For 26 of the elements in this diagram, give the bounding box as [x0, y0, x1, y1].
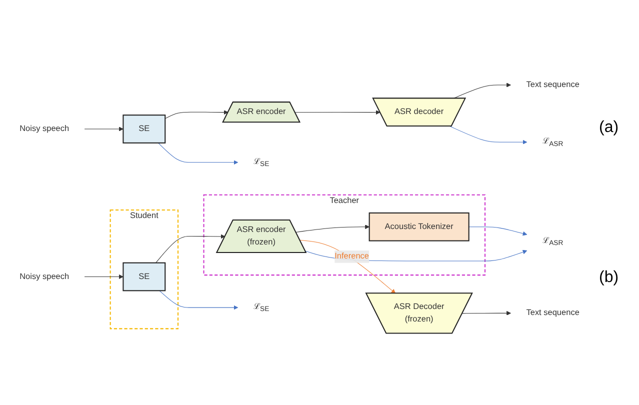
arrow: [156, 234, 226, 264]
node-text: Noisy speech: [20, 272, 70, 282]
node-text: ℒ$_{SE}$: [253, 158, 270, 168]
arrow: [294, 110, 380, 115]
node-box: SE: [122, 262, 166, 292]
node-text: ℒ$_{SE}$: [253, 302, 270, 314]
arrow: [84, 274, 124, 280]
node-box: SE: [122, 114, 166, 144]
edge-label: Inference: [334, 252, 370, 262]
panel-label: (b): [599, 268, 620, 286]
arrow: [468, 226, 528, 236]
node-text: ℒ$_{ASR}$: [542, 236, 564, 247]
node-text: Text sequence: [526, 80, 580, 90]
arrow: [159, 290, 238, 310]
node-box: Acoustic Tokenizer: [368, 212, 470, 242]
arrow: [158, 142, 238, 165]
arrow: [450, 126, 528, 145]
arrow: [462, 311, 511, 316]
arrow: [296, 224, 370, 233]
node-text: Text sequence: [526, 308, 580, 318]
arrow: [84, 127, 124, 132]
node-text: Noisy speech: [20, 124, 70, 134]
node-text: ℒ$_{ASR}$: [542, 137, 564, 148]
arrow: [164, 110, 228, 120]
arrow: [300, 240, 396, 294]
panel-label: (a): [599, 118, 620, 136]
